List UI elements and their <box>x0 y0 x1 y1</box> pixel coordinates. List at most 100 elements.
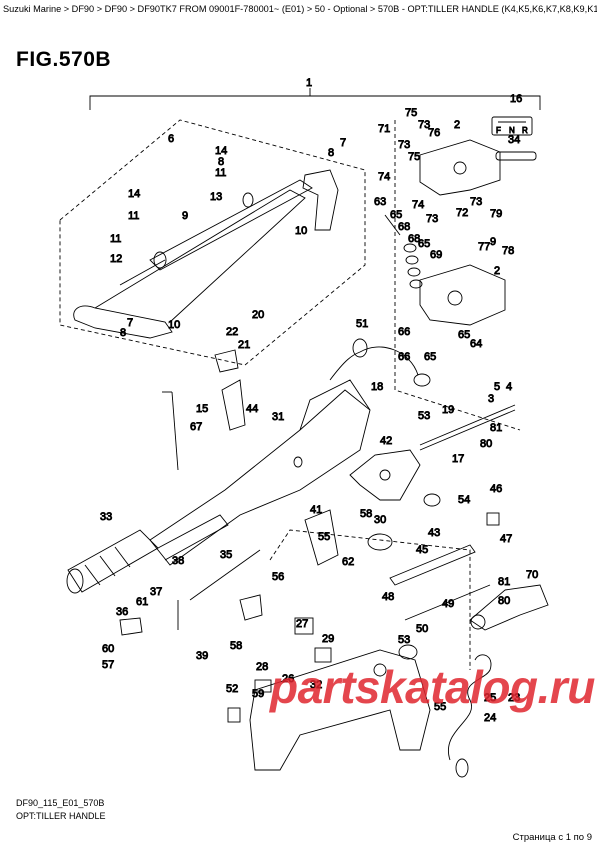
callout-60: 60 <box>102 643 114 655</box>
callout-78: 78 <box>502 245 514 257</box>
decal-part <box>495 151 537 161</box>
callout-5: 5 <box>494 381 500 393</box>
callout-53: 53 <box>398 634 410 646</box>
callout-27: 27 <box>296 618 308 630</box>
callout-52: 52 <box>226 683 238 695</box>
callout-7: 7 <box>127 317 133 329</box>
cable <box>359 346 419 376</box>
callout-62: 62 <box>342 556 354 568</box>
callout-1: 1 <box>306 77 312 89</box>
callout-72: 72 <box>456 207 468 219</box>
callout-3: 3 <box>488 393 494 405</box>
bracket-42 <box>349 449 421 501</box>
callout-80: 80 <box>480 438 492 450</box>
cable-end <box>329 351 361 381</box>
callout-2: 2 <box>454 119 460 131</box>
misc-small-parts <box>119 338 431 723</box>
figure-caption: OPT:TILLER HANDLE <box>16 811 106 821</box>
upper-bracket <box>419 139 506 326</box>
callout-19: 19 <box>442 404 454 416</box>
callout-68: 68 <box>398 221 410 233</box>
page-indicator: Страница с 1 по 9 <box>512 832 592 843</box>
callout-55: 55 <box>434 701 446 713</box>
callout-53: 53 <box>418 410 430 422</box>
tiller-handle-housing <box>149 379 371 566</box>
callout-51: 51 <box>356 318 368 330</box>
callout-12: 12 <box>110 253 122 265</box>
callout-15: 15 <box>196 403 208 415</box>
callout-71: 71 <box>378 123 390 135</box>
callout-42: 42 <box>380 435 392 447</box>
shift-indicator-plate <box>491 116 533 136</box>
shift-link-45 <box>389 544 476 586</box>
callout-61: 61 <box>136 596 148 608</box>
callout-75: 75 <box>405 107 417 119</box>
callout-8: 8 <box>218 156 224 168</box>
callout-59: 59 <box>252 688 264 700</box>
left-subassembly-frame <box>59 119 366 366</box>
callout-23: 23 <box>508 692 520 704</box>
callout-28: 28 <box>256 661 268 673</box>
callout-66: 66 <box>398 326 410 338</box>
callout-30: 30 <box>374 514 386 526</box>
callout-65: 65 <box>458 329 470 341</box>
callout-46: 46 <box>490 483 502 495</box>
callout-18: 18 <box>371 381 383 393</box>
callout-65: 65 <box>424 351 436 363</box>
callout-44: 44 <box>246 403 258 415</box>
part-46 <box>486 512 500 526</box>
callout-24: 24 <box>484 712 496 724</box>
callout-2: 2 <box>494 265 500 277</box>
callout-26: 26 <box>282 673 294 685</box>
callout-66: 66 <box>398 351 410 363</box>
bracket-part <box>302 169 339 231</box>
callout-36: 36 <box>116 606 128 618</box>
callout-43: 43 <box>428 527 440 539</box>
callout-79: 79 <box>490 208 502 220</box>
callout-22: 22 <box>226 326 238 338</box>
callout-69: 69 <box>430 249 442 261</box>
callout-13: 13 <box>210 191 222 203</box>
callout-74: 74 <box>378 171 390 183</box>
callout-57: 57 <box>102 659 114 671</box>
callout-45: 45 <box>416 544 428 556</box>
callout-73: 73 <box>398 139 410 151</box>
callout-7: 7 <box>340 137 346 149</box>
callout-4: 4 <box>506 381 512 393</box>
callout-76: 76 <box>428 127 440 139</box>
callout-9: 9 <box>490 236 496 248</box>
callout-81: 81 <box>490 422 502 434</box>
callout-73: 73 <box>470 196 482 208</box>
callout-41: 41 <box>310 504 322 516</box>
callout-70: 70 <box>526 569 538 581</box>
callout-14: 14 <box>128 188 140 200</box>
callout-11: 11 <box>110 233 121 245</box>
callout-6: 6 <box>168 133 174 145</box>
plate-41 <box>304 509 339 566</box>
callout-64: 64 <box>470 338 482 350</box>
right-subassembly-frame <box>394 120 521 431</box>
callout-33: 33 <box>100 511 112 523</box>
callout-74: 74 <box>412 199 424 211</box>
callout-49: 49 <box>442 598 454 610</box>
figure-code: DF90_115_E01_570B <box>16 798 105 808</box>
shift-letter-n: N <box>509 126 515 135</box>
callout-68: 68 <box>408 233 420 245</box>
callout-10: 10 <box>168 319 180 331</box>
callout-11: 11 <box>215 167 226 179</box>
callout-17: 17 <box>452 453 464 465</box>
callout-58: 58 <box>360 508 372 520</box>
figure-title: FIG.570B <box>16 48 112 71</box>
callout-29: 29 <box>322 633 334 645</box>
shift-plate-letters: F N R <box>496 126 529 136</box>
breadcrumb: Suzuki Marine > DF90 > DF90 > DF90TK7 FR… <box>3 4 597 14</box>
callout-37: 37 <box>150 586 162 598</box>
callout-54: 54 <box>458 494 470 506</box>
callout-9: 9 <box>182 210 188 222</box>
callout-31: 31 <box>272 411 284 423</box>
throttle-grip <box>66 514 229 594</box>
callout-50: 50 <box>416 623 428 635</box>
callout-11: 11 <box>128 210 139 222</box>
callout-75: 75 <box>408 151 420 163</box>
callout-14: 14 <box>215 145 227 157</box>
